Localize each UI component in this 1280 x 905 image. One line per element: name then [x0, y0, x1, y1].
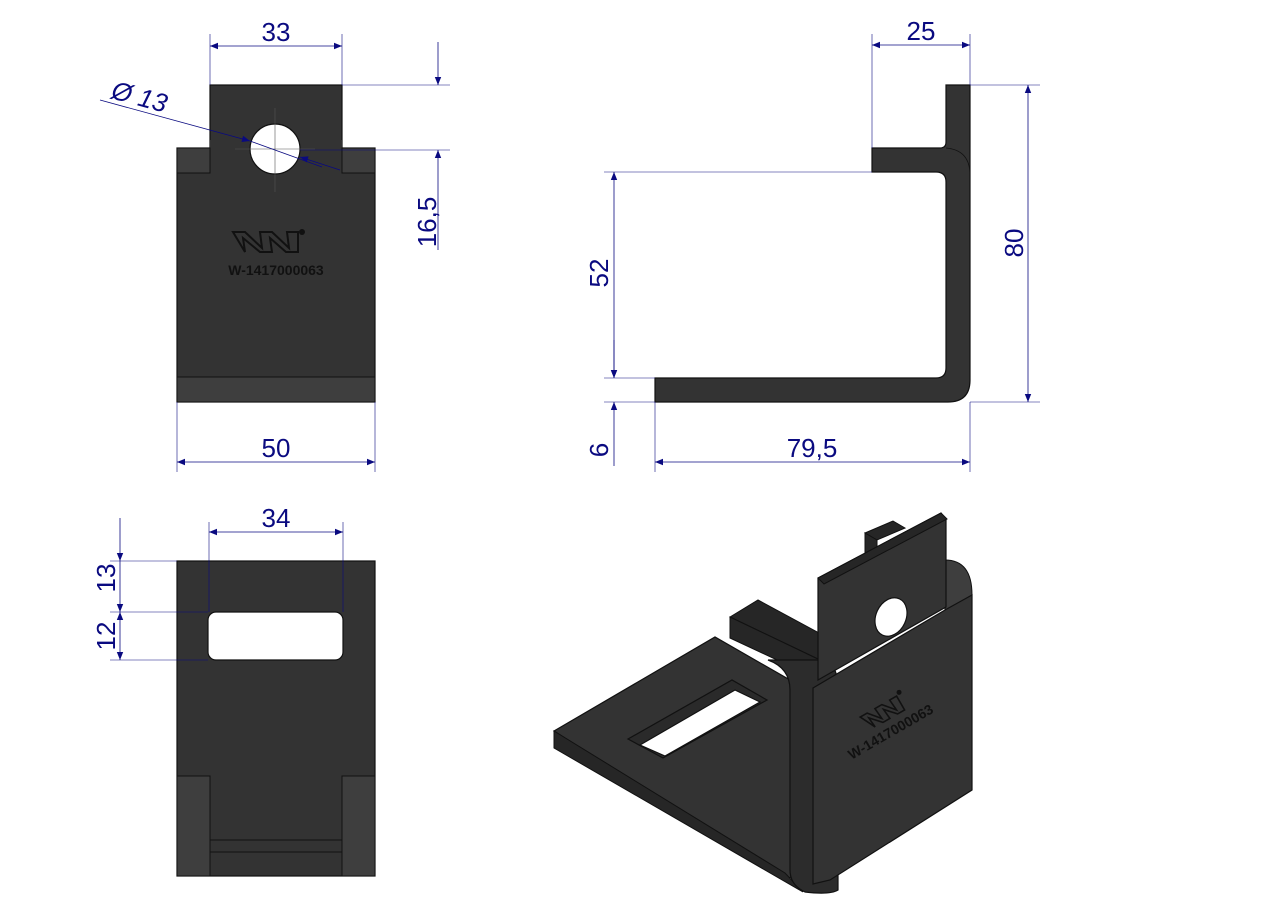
dim-slot-offset: 13	[91, 564, 121, 593]
left-shoulder	[176, 147, 211, 174]
bottom-band	[176, 376, 376, 403]
dim-inner-height: 52	[584, 259, 614, 288]
side-profile	[654, 84, 971, 403]
iso-brand-logo-icon	[858, 689, 906, 728]
dim-body-width: 50	[262, 433, 291, 463]
iso-upper-tab-top	[817, 512, 948, 585]
dim-total-height: 80	[999, 229, 1029, 258]
diameter-leader-line	[99, 99, 251, 142]
front-body	[176, 147, 376, 403]
dim-slot-height: 12	[91, 622, 121, 651]
iso-vertical-plate	[812, 593, 973, 885]
right-shoulder	[341, 147, 376, 174]
iso-slot	[638, 689, 762, 757]
bend-edge	[945, 147, 971, 176]
part-number-mark: W-1417000063	[228, 262, 324, 278]
front-view: W-1417000063 33 16,5 Ø 13 50	[99, 17, 450, 472]
bottom-view: 34 13 12	[91, 503, 376, 877]
dim-hole-height: 16,5	[412, 197, 442, 248]
iso-hole	[874, 597, 908, 637]
right-flange	[341, 775, 376, 877]
dim-tab-width: 33	[262, 17, 291, 47]
slot	[207, 611, 344, 661]
side-view: 25 80 52 6 79,5	[584, 16, 1040, 472]
dim-thickness: 6	[584, 443, 614, 457]
diameter-leader-line	[249, 140, 323, 168]
diameter-leader-line	[299, 156, 341, 171]
brand-logo-icon	[231, 229, 305, 253]
dim-slot-width: 34	[262, 503, 291, 533]
isometric-view: W-1417000063	[552, 512, 973, 894]
dim-top-flange: 25	[907, 16, 936, 46]
dim-base-length: 79,5	[787, 433, 838, 463]
iso-base-edge	[553, 730, 804, 893]
dim-hole-diameter: Ø 13	[107, 75, 171, 119]
left-flange	[176, 775, 211, 877]
